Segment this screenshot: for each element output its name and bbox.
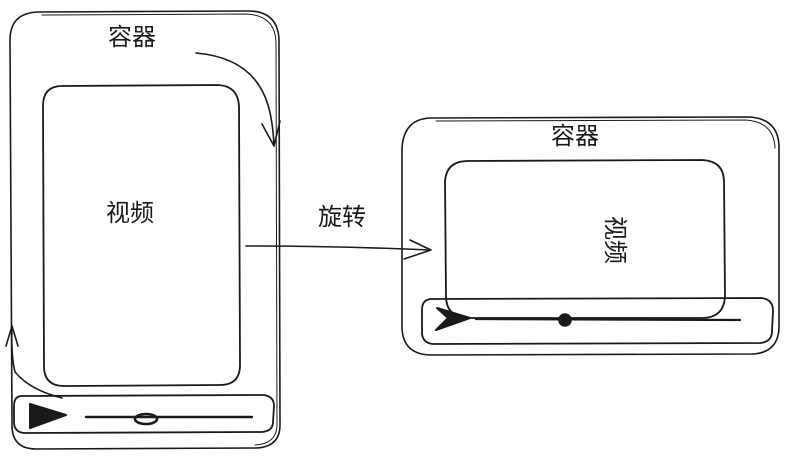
left-container-outline-sketch	[41, 13, 278, 446]
right-progress-track	[474, 317, 742, 322]
left-container	[5, 10, 281, 450]
left-container-outline	[9, 10, 281, 450]
rotate-arrow-shaft	[245, 245, 431, 251]
right-play-icon	[435, 307, 471, 331]
right-video-box	[444, 159, 726, 319]
left-rotate-arrow-bottom-head	[5, 325, 19, 347]
left-container-label: 容器	[108, 23, 156, 51]
right-video-label: 视频	[601, 216, 629, 264]
right-progress-thumb	[558, 313, 572, 327]
right-container-outline	[401, 116, 780, 356]
rotate-arrow-label: 旋转	[318, 203, 366, 231]
left-rotate-arrow-top	[195, 52, 275, 147]
rotate-arrow-head	[403, 239, 432, 260]
left-rotate-arrow-bottom	[11, 325, 63, 399]
left-progress-thumb	[133, 412, 159, 426]
right-container	[401, 116, 780, 356]
right-control-bar	[421, 297, 774, 345]
right-container-label: 容器	[551, 122, 599, 150]
left-video-box	[42, 84, 241, 387]
left-rotate-arrow-top-head	[261, 120, 281, 147]
left-video-label: 视频	[106, 199, 154, 227]
play-icon	[29, 403, 67, 429]
left-control-bar	[13, 394, 275, 434]
right-container-outline-sketch	[435, 119, 776, 149]
rotate-arrow	[245, 239, 432, 260]
